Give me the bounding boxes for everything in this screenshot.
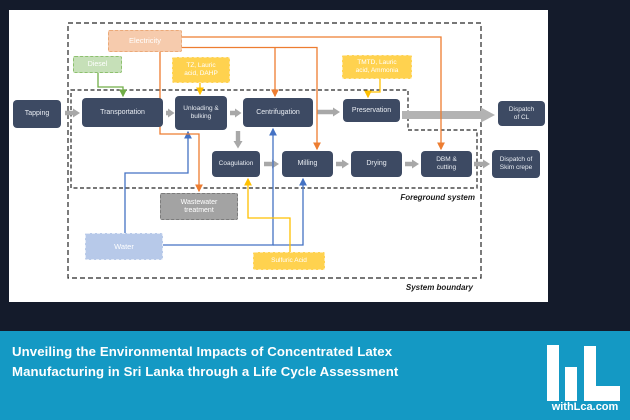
logo-bar-icon [565,367,577,401]
node-milling: Milling [282,151,333,177]
logo-bar-icon [547,345,559,401]
title-line-1: Unveiling the Environmental Impacts of C… [12,344,393,359]
input-tmtd-lauric-ammonia: TMTD, Lauric acid, Ammonia [342,55,412,79]
input-electricity: Electricity [108,30,182,52]
node-dispatch-skim-crepe: Dispatch of Skim crepe [492,150,540,178]
input-sulfuric-acid: Sulfuric Acid [253,252,325,270]
withlca-logo: withLca.com [545,341,625,419]
node-centrifugation: Centrifugation [243,98,313,127]
diesel-line [97,72,127,98]
node-unloading-bulking: Unloading & bulking [175,96,227,130]
title-banner: Unveiling the Environmental Impacts of C… [0,331,630,420]
node-coagulation: Coagulation [212,151,260,177]
node-dbm-cutting: DBM & cutting [421,151,472,177]
node-drying: Drying [351,151,402,177]
node-dispatch-cl: Dispatch of CL [498,101,545,126]
node-tapping: Tapping [13,100,61,128]
node-wastewater-treatment: Wastewater treatment [160,193,238,220]
title-line-2: Manufacturing in Sri Lanka through a Lif… [12,364,399,379]
input-diesel: Diesel [73,56,122,73]
water-lines [124,127,307,246]
logo-l-foot-icon [584,386,620,401]
foreground-system-label: Foreground system [400,193,475,202]
diagram-slide: Tapping Transportation Unloading & bulki… [9,10,548,302]
poster-title: Unveiling the Environmental Impacts of C… [12,342,398,382]
node-transportation: Transportation [82,98,163,127]
input-water: Water [85,233,163,260]
system-boundary-label: System boundary [405,283,473,292]
node-preservation: Preservation [343,99,400,122]
input-tz-lauric-dahp: TZ, Lauric acid, DAHP [172,57,230,83]
brand-text: withLca.com [551,401,619,413]
